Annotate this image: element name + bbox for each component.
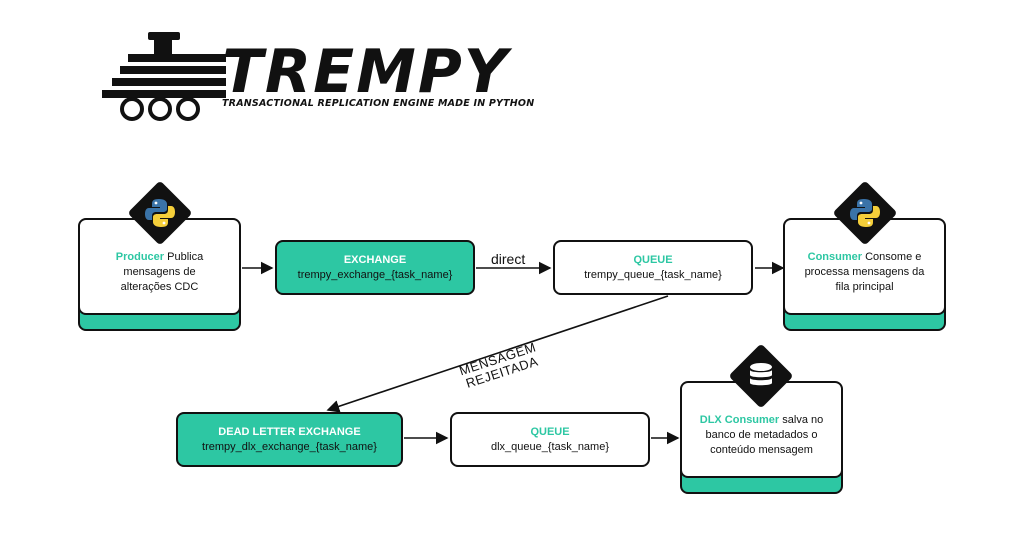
locomotive-icon: [102, 32, 226, 121]
queue-node: QUEUE trempy_queue_{task_name}: [553, 240, 753, 295]
producer-text-1: Publica: [164, 251, 204, 263]
logo-subtitle: TRANSACTIONAL REPLICATION ENGINE MADE IN…: [222, 98, 535, 109]
exchange-node: EXCHANGE trempy_exchange_{task_name}: [275, 240, 475, 295]
dlx-consumer-title: DLX Consumer: [699, 414, 780, 426]
dlx-consumer-text-1: salva no: [779, 414, 824, 426]
producer-text-2: mensagens de: [123, 266, 196, 278]
consumer-text-3: fila principal: [835, 281, 894, 293]
edge-label-direct: direct: [491, 251, 526, 267]
database-icon: [737, 352, 785, 400]
consumer-text-2: processa mensagens da: [804, 266, 925, 278]
producer-text-3: alterações CDC: [120, 281, 199, 293]
exchange-name: trempy_exchange_{task_name}: [297, 268, 453, 281]
producer-title: Producer: [115, 251, 165, 263]
dlx-consumer-text-2: banco de metadados o: [705, 429, 818, 441]
dlx-title: DEAD LETTER EXCHANGE: [218, 425, 361, 438]
logo-title: TREMPY: [222, 37, 510, 107]
consumer-card: Consumer Consome e processa mensagens da…: [783, 218, 946, 315]
dlx-queue-name: dlx_queue_{task_name}: [490, 440, 610, 453]
queue-name: trempy_queue_{task_name}: [584, 268, 722, 281]
dlx-node: DEAD LETTER EXCHANGE trempy_dlx_exchange…: [176, 412, 403, 467]
dlx-queue-node: QUEUE dlx_queue_{task_name}: [450, 412, 650, 467]
dlx-queue-title: QUEUE: [530, 425, 570, 438]
arrow-queue-dlx: [326, 295, 669, 413]
consumer-title: Consumer: [807, 251, 863, 263]
consumer-text-1: Consome e: [862, 251, 922, 263]
dlx-consumer-text-3: conteúdo mensagem: [710, 444, 813, 456]
dlx-name: trempy_dlx_exchange_{task_name}: [202, 440, 377, 453]
python-icon: [841, 189, 889, 237]
python-icon: [136, 189, 184, 237]
exchange-title: EXCHANGE: [343, 253, 407, 266]
queue-title: QUEUE: [633, 253, 673, 266]
